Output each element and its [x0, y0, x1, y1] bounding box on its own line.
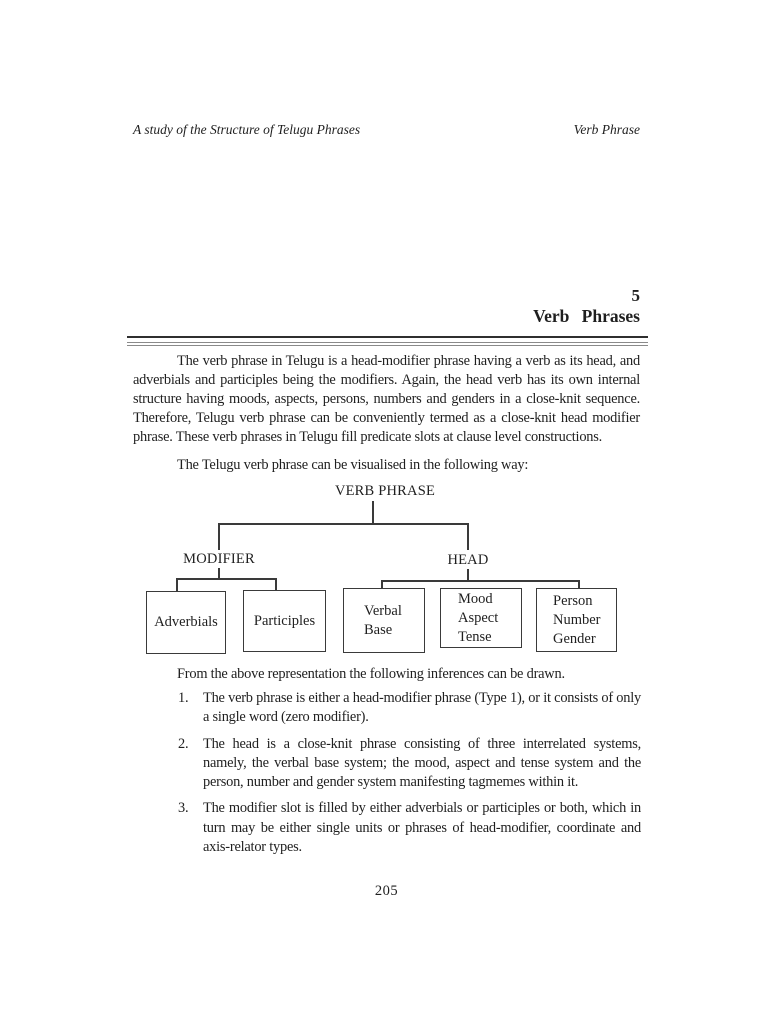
connector-adverbials-drop — [176, 578, 178, 592]
paragraph-visualised: The Telugu verb phrase can be visualised… — [177, 457, 529, 473]
diagram-box-adverbials: Adverbials — [146, 591, 226, 654]
connector-modifier-bracket — [176, 578, 277, 580]
inference-intro: From the above representation the follow… — [177, 666, 565, 682]
heading-rule-top — [127, 336, 648, 338]
paragraph-intro: The verb phrase in Telugu is a head-modi… — [133, 353, 640, 445]
connector-head-bracket — [381, 580, 580, 582]
chapter-title: Verb Phrases — [533, 306, 640, 326]
diagram-box-verbal-base: Verbal Base — [343, 588, 425, 653]
diagram-modifier-label: MODIFIER — [183, 551, 255, 567]
diagram-box-participles: Participles — [243, 590, 326, 652]
connector-modifier-drop — [218, 523, 220, 550]
diagram-box-mood-aspect-tense-label: Mood Aspect Tense — [458, 590, 499, 645]
running-header: A study of the Structure of Telugu Phras… — [133, 122, 640, 138]
connector-root-stem — [372, 501, 374, 524]
list-item: 3. The modifier slot is filled by either… — [178, 799, 641, 857]
chapter-heading: 5 Verb Phrases — [133, 286, 640, 327]
running-header-left: A study of the Structure of Telugu Phras… — [133, 122, 361, 137]
list-item-text: The verb phrase is either a head-modifie… — [203, 690, 641, 726]
diagram-box-person-number-gender: Person Number Gender — [536, 588, 617, 652]
body-text: The verb phrase in Telugu is a head-modi… — [133, 352, 640, 475]
diagram-box-adverbials-label: Adverbials — [154, 614, 218, 630]
running-header-right: Verb Phrase — [573, 122, 640, 137]
diagram-box-verbal-base-label: Verbal Base — [364, 602, 402, 638]
diagram-box-participles-label: Participles — [253, 612, 316, 629]
connector-modifier-stem — [218, 568, 220, 579]
diagram-head-label: HEAD — [447, 552, 489, 568]
connector-head-drop — [467, 523, 469, 550]
list-item: 1. The verb phrase is either a head-modi… — [178, 689, 641, 728]
verb-phrase-tree-diagram: VERB PHRASE MODIFIER HEAD Adverbials Par… — [130, 483, 642, 658]
connector-participles-drop — [275, 578, 277, 591]
diagram-root-label: VERB PHRASE — [334, 483, 436, 499]
connector-head-stem — [467, 569, 469, 582]
list-item-number: 2. — [178, 735, 189, 752]
list-item: 2. The head is a close-knit phrase consi… — [178, 735, 641, 793]
list-item-text: The modifier slot is filled by either ad… — [203, 800, 641, 856]
connector-main-horizontal — [218, 523, 469, 525]
inference-list: 1. The verb phrase is either a head-modi… — [178, 689, 641, 864]
diagram-box-mood-aspect-tense: Mood Aspect Tense — [440, 588, 522, 648]
heading-rule-bottom — [127, 342, 648, 346]
chapter-number: 5 — [631, 286, 641, 305]
connector-person-drop — [578, 580, 580, 589]
list-item-number: 3. — [178, 800, 189, 817]
connector-verbal-base-drop — [381, 580, 383, 589]
list-item-number: 1. — [178, 690, 189, 706]
diagram-box-person-number-gender-label: Person Number Gender — [553, 592, 601, 647]
page-number: 205 — [374, 883, 399, 899]
list-item-text: The head is a close-knit phrase consisti… — [203, 735, 641, 791]
